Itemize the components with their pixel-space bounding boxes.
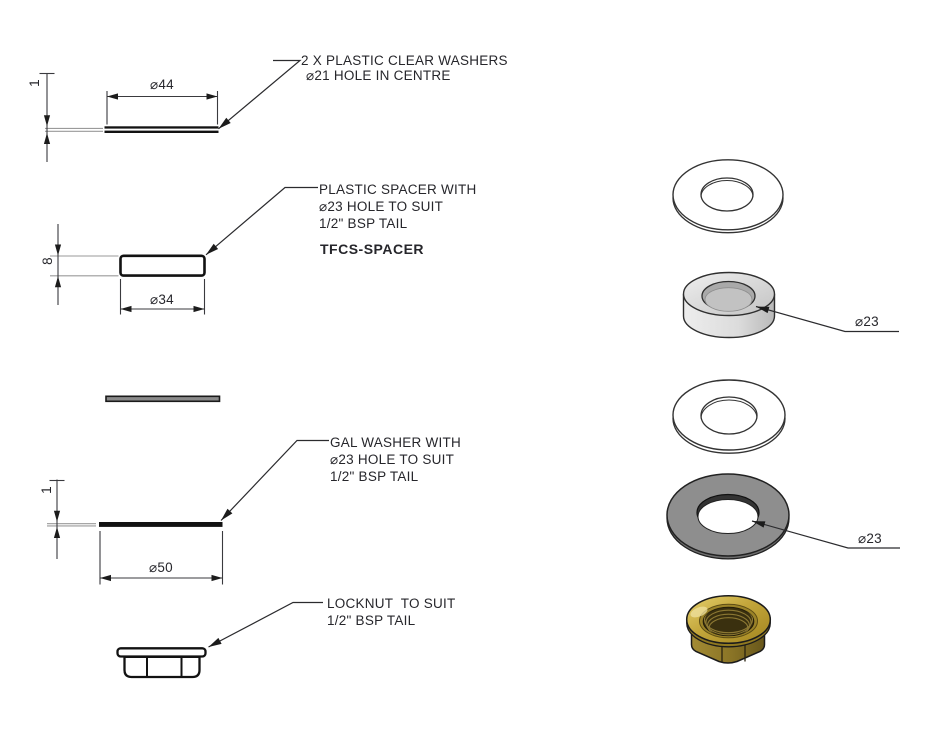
gal-washer-hole-leader <box>751 520 900 549</box>
gal-washer-diameter-dim <box>99 531 224 585</box>
gal-washer-callout-line3: 1/2" BSP TAIL <box>330 469 419 484</box>
spacer-thickness-label: 8 <box>40 257 55 265</box>
spacer-hole-diameter-label: ⌀23 <box>855 314 879 329</box>
locknut-side-view <box>116 647 207 679</box>
spacer-callout-line2: ⌀23 HOLE TO SUIT <box>319 199 444 214</box>
gal-washer-side-view <box>47 522 223 527</box>
locknut-callout-leader <box>208 601 323 648</box>
spacer-callout-leader <box>205 186 318 256</box>
spacer-thickness-dim <box>50 224 119 305</box>
spacer-callout-line3: 1/2" BSP TAIL <box>319 216 408 231</box>
washer-diameter-dim <box>106 91 219 125</box>
locknut-callout-line2: 1/2" BSP TAIL <box>327 613 416 628</box>
locknut-3d <box>685 594 772 664</box>
locknut-callout-line1: LOCKNUT TO SUIT <box>327 596 456 611</box>
washer-diameter-label: ⌀44 <box>150 77 174 92</box>
spacer-3d <box>682 271 776 339</box>
washer-thickness-label: 1 <box>27 79 42 87</box>
gal-washer-hole-diameter-label: ⌀23 <box>858 531 882 546</box>
washers-callout-line2: ⌀21 HOLE IN CENTRE <box>306 68 451 83</box>
plain-washer-side-view <box>105 395 221 403</box>
gal-washer-3d <box>666 473 790 560</box>
gal-washer-thickness-label: 1 <box>39 486 54 494</box>
spacer-diameter-dim <box>119 279 206 315</box>
spacer-part-code: TFCS-SPACER <box>320 241 425 257</box>
washers-callout-leader <box>218 59 302 130</box>
washer-thickness-dim <box>39 72 55 162</box>
washer-3d-top <box>672 159 784 234</box>
spacer-diameter-label: ⌀34 <box>150 292 174 307</box>
gal-washer-callout-line2: ⌀23 HOLE TO SUIT <box>330 452 455 467</box>
gal-washer-thickness-dim <box>49 479 65 559</box>
washers-callout-line1: 2 X PLASTIC CLEAR WASHERS <box>301 53 508 68</box>
gal-washer-callout-line1: GAL WASHER WITH <box>330 435 462 450</box>
gal-washer-callout-leader <box>220 439 329 521</box>
spacer-hole-leader <box>755 305 899 333</box>
washer-3d-middle <box>672 379 786 454</box>
spacer-callout-line1: PLASTIC SPACER WITH <box>319 182 477 197</box>
gal-washer-diameter-label: ⌀50 <box>149 560 173 575</box>
spacer-side-view <box>119 254 206 277</box>
washer-pair-side-view <box>45 126 219 133</box>
